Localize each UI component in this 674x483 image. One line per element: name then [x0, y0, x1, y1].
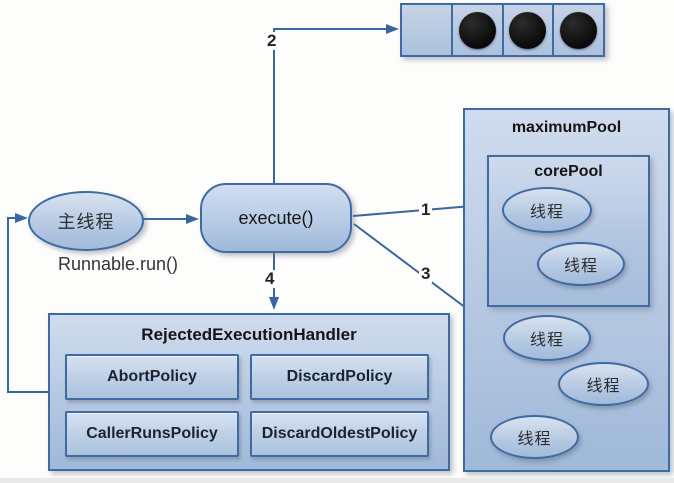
core-pool-box: corePool 线程 线程	[487, 155, 650, 307]
step-label-3: 3	[419, 264, 433, 283]
maximum-pool-title: maximumPool	[511, 119, 622, 136]
main-thread-node: 主线程	[28, 191, 144, 251]
maximum-pool-box: maximumPool corePool 线程 线程 线程 线程 线程	[463, 108, 670, 472]
task-dot-icon	[458, 11, 496, 49]
caller-runs-policy-node: CallerRunsPolicy	[65, 411, 239, 457]
execute-label: execute()	[238, 207, 314, 228]
main-thread-label: 主线程	[57, 212, 115, 232]
step-label-1: 1	[419, 200, 433, 219]
task-dot-icon	[509, 11, 547, 49]
runnable-run-label: Runnable.run()	[57, 254, 179, 274]
discard-policy-node: DiscardPolicy	[250, 354, 429, 400]
rejected-handler-title: RejectedExecutionHandler	[141, 325, 357, 344]
core-thread-node: 线程	[537, 242, 625, 286]
queue-slot	[552, 5, 603, 55]
rejected-handler-box: RejectedExecutionHandler AbortPolicy Dis…	[48, 313, 450, 471]
extra-thread-node: 线程	[490, 415, 579, 459]
task-dot-icon	[560, 11, 598, 49]
step-label-4: 4	[263, 269, 277, 288]
queue-slot	[501, 5, 553, 55]
queue-slot	[450, 5, 502, 55]
core-pool-title: corePool	[534, 163, 603, 180]
execute-node: execute()	[200, 183, 352, 253]
extra-thread-node: 线程	[558, 362, 649, 406]
arrow-loop-to-main-thread	[7, 213, 48, 393]
task-queue	[400, 3, 605, 57]
arrow-execute-to-queue	[273, 24, 399, 183]
abort-policy-node: AbortPolicy	[65, 354, 239, 400]
discard-oldest-policy-node: DiscardOldestPolicy	[250, 411, 429, 457]
window-bottom-strip	[0, 478, 674, 483]
step-label-2: 2	[265, 31, 279, 50]
queue-slot	[402, 5, 451, 55]
core-thread-node: 线程	[502, 187, 592, 233]
extra-thread-node: 线程	[503, 315, 591, 361]
